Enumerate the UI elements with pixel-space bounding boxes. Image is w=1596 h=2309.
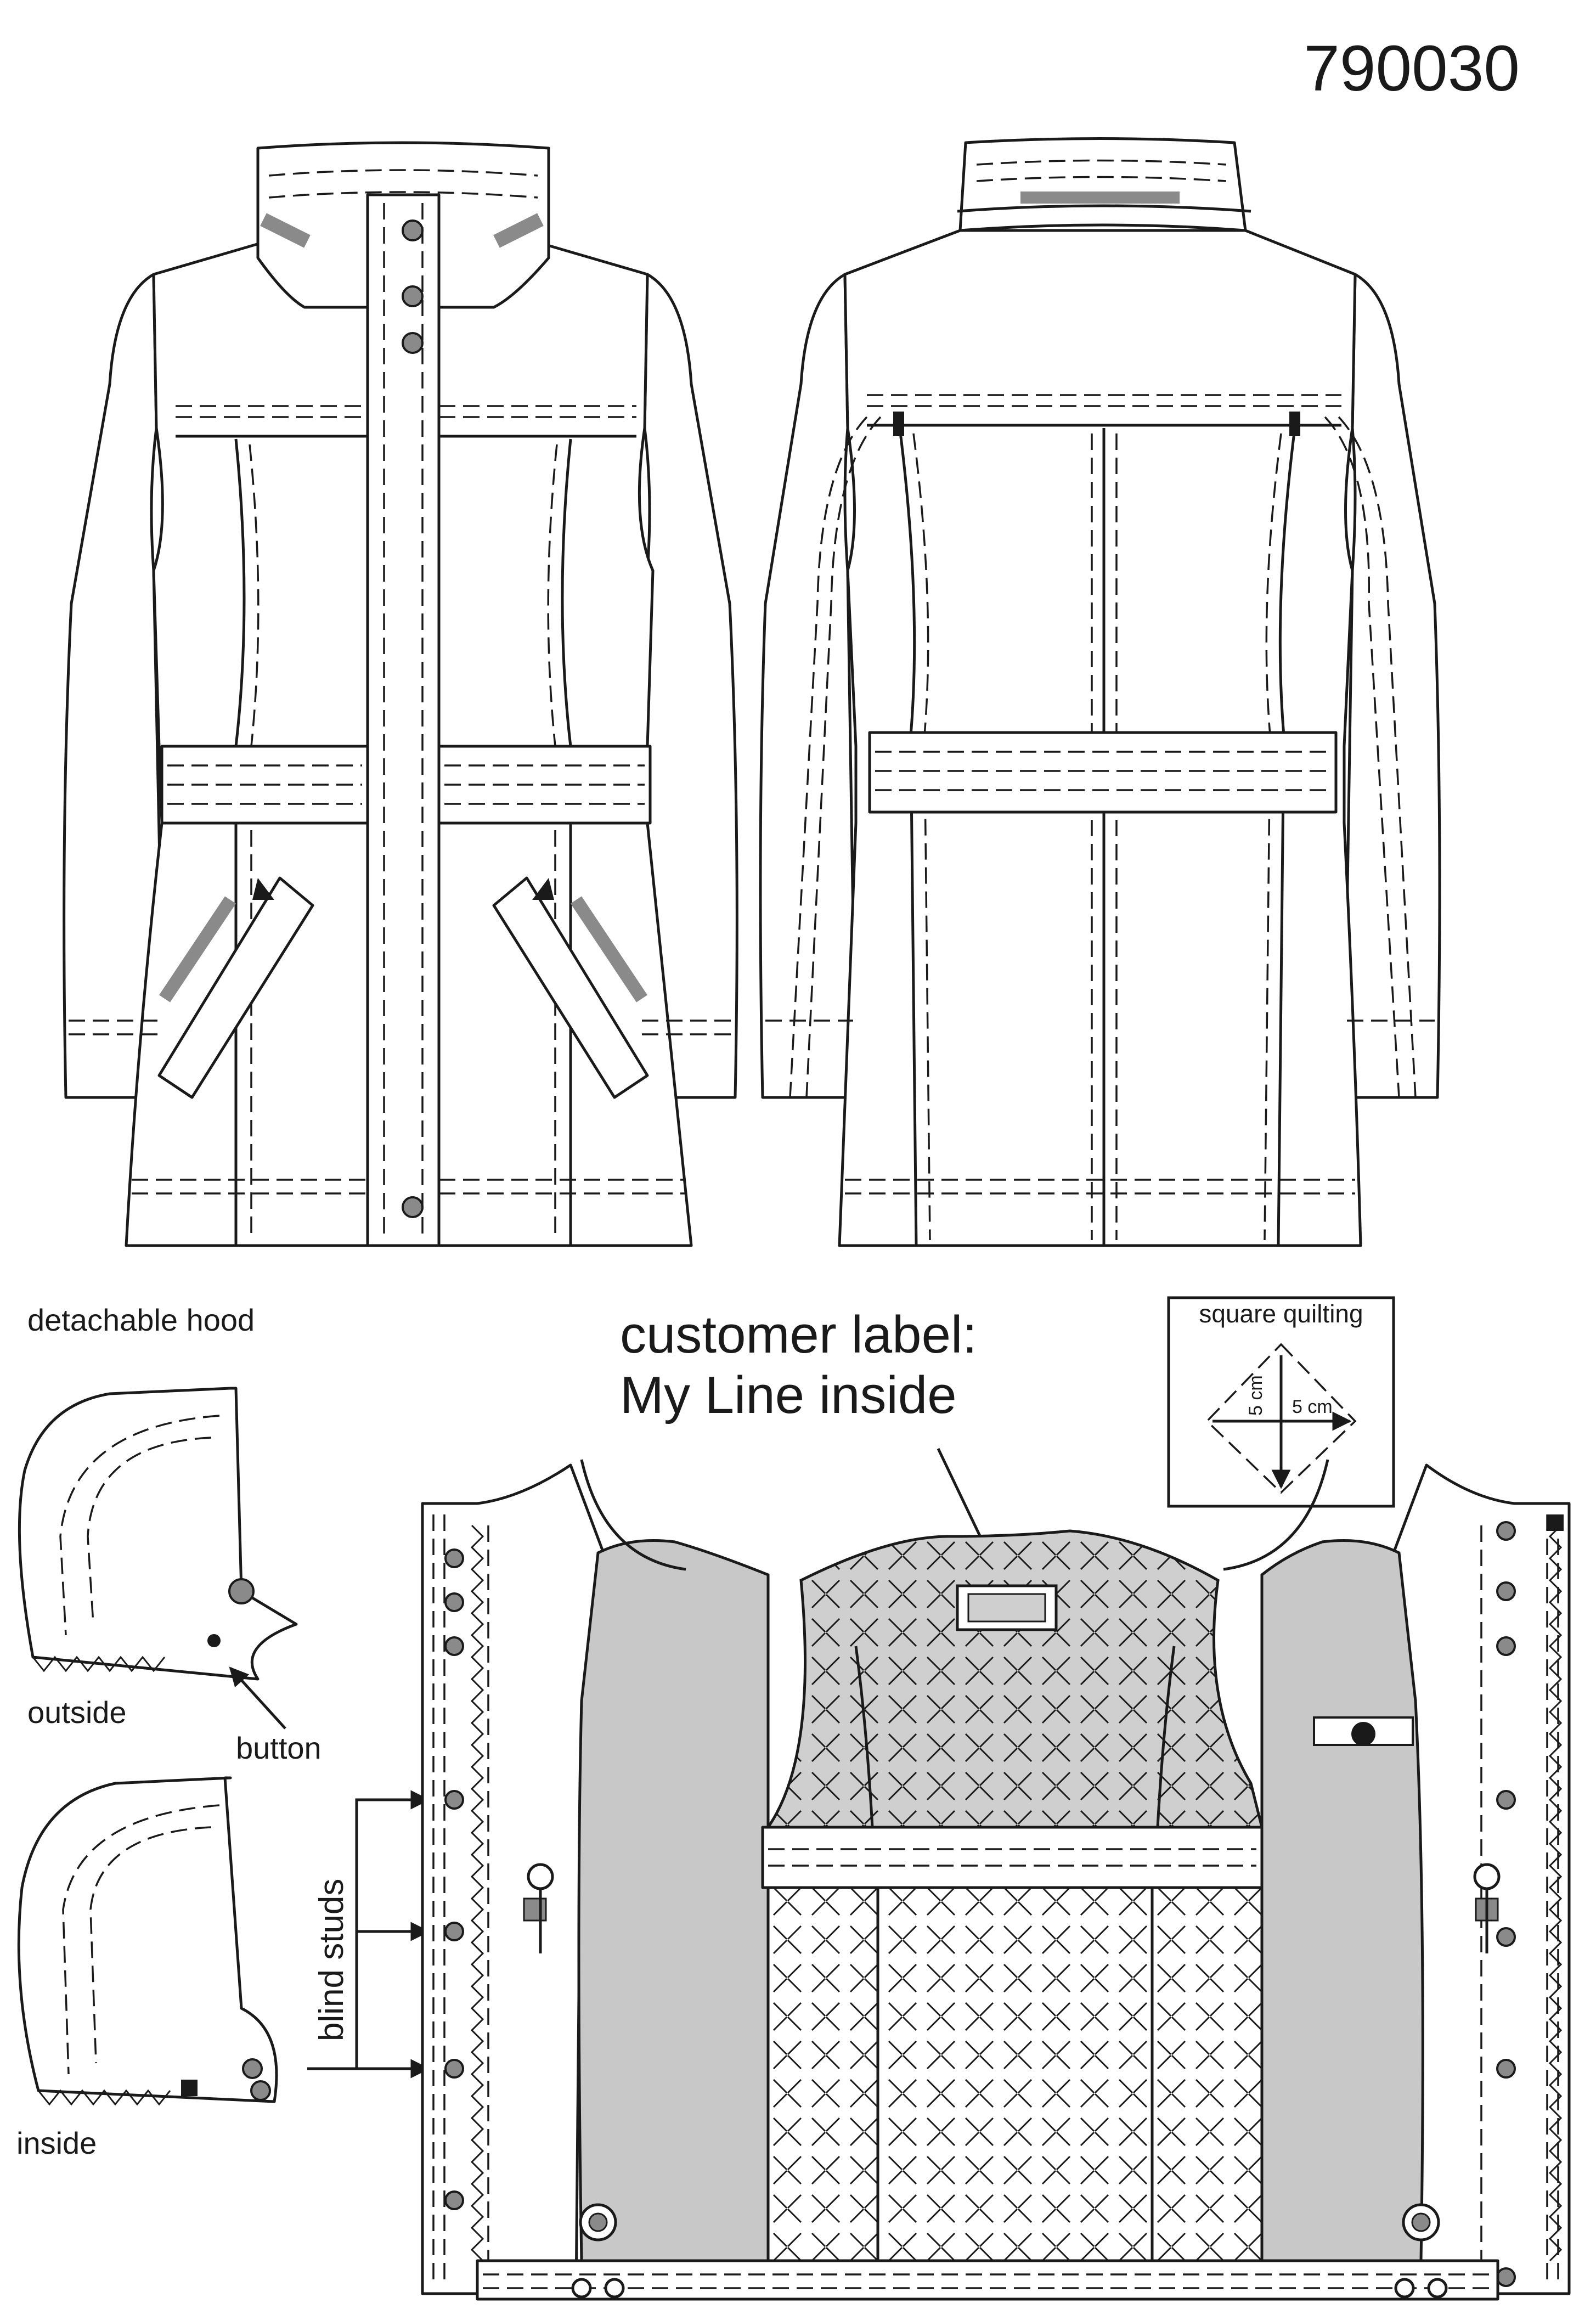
placket-stud [402, 332, 424, 354]
drawcord-toggle-right [1473, 1863, 1501, 1953]
blind-stud [1496, 1636, 1516, 1656]
blind-stud [1496, 2059, 1516, 2079]
blind-stud [444, 2059, 464, 2079]
inside-hem-band [476, 2259, 1499, 2301]
style-number: 790030 [1304, 32, 1520, 105]
front-collar-tab-left [260, 213, 311, 248]
hood-inside-sketch [17, 1776, 278, 2106]
blind-stud [444, 1636, 464, 1656]
hood-button-label: button [236, 1731, 322, 1765]
front-view-jacket [63, 141, 738, 1247]
detachable-hood-label: detachable hood [27, 1303, 255, 1337]
hood-inside-stud [242, 2058, 263, 2079]
hood-outside-label: outside [27, 1695, 127, 1730]
hood-button [228, 1578, 255, 1604]
drawcord-toggle-left [523, 1863, 554, 1953]
front-pocket-right [492, 876, 649, 1099]
placket-stud [402, 1196, 424, 1218]
back-collar [958, 137, 1247, 232]
hem-cordlock-right [1394, 2203, 1448, 2299]
dimension-vertical: 5 cm [1245, 1375, 1266, 1416]
left-lining-panel [577, 1539, 770, 2262]
blind-stud [444, 2190, 464, 2210]
blind-stud [444, 1548, 464, 1568]
blind-stud [1496, 1581, 1516, 1601]
blind-stud [444, 1592, 464, 1612]
inside-view-jacket [421, 1459, 1571, 2301]
customer-label-line2: My Line inside [620, 1366, 957, 1424]
hood-inside-stud [250, 2080, 271, 2101]
blind-studs-label: blind studs [313, 1879, 351, 2041]
inner-pocket-button [1351, 1722, 1375, 1746]
placket-stud [402, 285, 424, 307]
inside-waistband [761, 1826, 1264, 1889]
blind-stud [1496, 2267, 1516, 2287]
blind-stud [444, 1922, 464, 1941]
square-quilting-legend: square quilting 5 cm 5 cm [1167, 1296, 1395, 1508]
hood-outside-sketch [18, 1387, 298, 1681]
blind-stud [1496, 1790, 1516, 1810]
blind-stud [1496, 1927, 1516, 1947]
dimension-horizontal: 5 cm [1292, 1396, 1333, 1417]
back-left-sleeve [759, 273, 858, 1099]
back-view-jacket [759, 137, 1441, 1247]
front-right-sleeve [635, 273, 738, 1099]
back-waistband [868, 731, 1338, 814]
front-left-sleeve [63, 273, 166, 1099]
placket-stud [402, 219, 424, 241]
front-pocket-left [157, 876, 314, 1099]
hood-inside-label: inside [16, 2126, 97, 2160]
front-collar-tab-right [493, 213, 544, 248]
square-quilting-label: square quilting [1199, 1299, 1363, 1328]
blind-stud [444, 1790, 464, 1810]
customer-label-line1: customer label: [620, 1305, 977, 1364]
right-lining-panel [1260, 1539, 1424, 2262]
blind-stud [1496, 1521, 1516, 1541]
hem-cordlock-left [571, 2203, 625, 2299]
front-placket [366, 193, 441, 1247]
